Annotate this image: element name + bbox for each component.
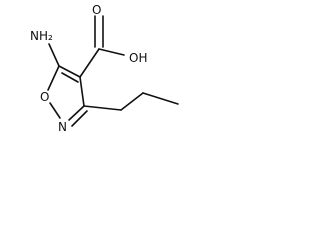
bond-lines [47,15,179,127]
hydroxyl-label: OH [129,51,147,65]
diagram-canvas: NH₂ O OH O N [0,0,190,140]
bond-c4-c3 [79,76,85,107]
bond-propyl-1-2 [120,92,144,111]
bond-c5-c4-double-2 [61,72,79,83]
molecule-structure: NH₂ O OH O N [30,3,179,134]
atom-labels: NH₂ O OH O N [30,3,147,134]
bond-nring-c3-double-1 [68,105,85,121]
bond-c5-c4-double-1 [58,65,81,78]
amino-label: NH₂ [30,29,53,43]
bond-propyl-2-3 [142,92,179,105]
bond-ccarboxyl-oh [98,48,125,56]
ring-oxygen-label: O [40,90,49,104]
bond-oring-nring [49,102,61,119]
bond-c4-ccarboxyl [79,48,100,78]
bond-c5-oring [47,65,60,91]
bond-c3-propyl-1 [83,105,122,111]
bond-c5-amino [48,43,60,67]
carbonyl-oxygen-label: O [92,3,101,17]
ring-nitrogen-label: N [58,120,67,134]
bond-nring-c3-double-2 [71,110,88,127]
